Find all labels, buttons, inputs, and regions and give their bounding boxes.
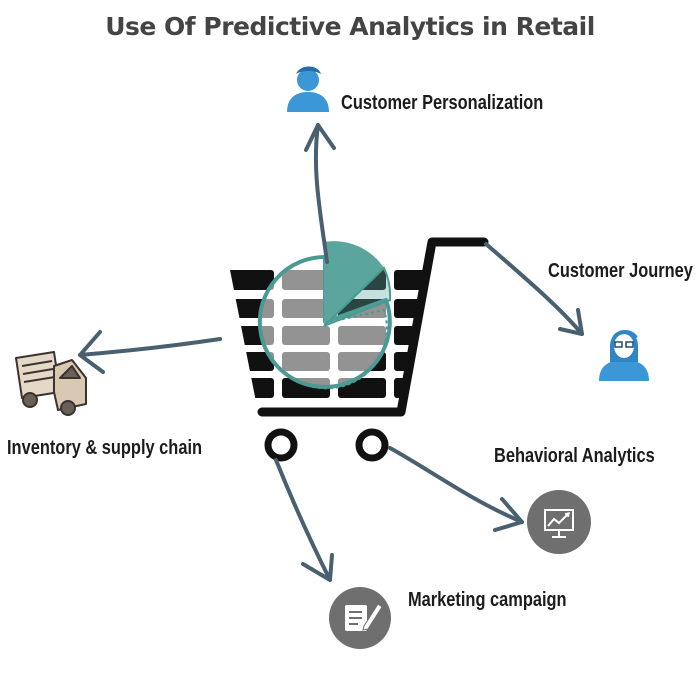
arrow-to-customer-personalization (313, 123, 329, 264)
arrowhead-behavioral-analytics (493, 497, 524, 532)
arrow-to-marketing-campaign (274, 458, 332, 582)
presentation-chart-icon (527, 490, 591, 554)
node-label-inventory-supply-chain: Inventory & supply chain (7, 437, 203, 459)
arrow-to-behavioral-analytics (388, 446, 524, 524)
arrowhead-customer-personalization (304, 123, 336, 152)
node-label-marketing-campaign: Marketing campaign (408, 589, 567, 611)
woman-with-glasses-icon (599, 330, 649, 381)
arrowhead-inventory (78, 330, 105, 374)
arrowhead-customer-journey (558, 308, 584, 336)
delivery-truck-icon (15, 351, 87, 416)
person-icon (287, 66, 329, 112)
arrow-to-inventory (78, 337, 222, 357)
arrow-to-customer-journey (484, 242, 584, 336)
node-label-behavioral-analytics: Behavioral Analytics (494, 445, 655, 467)
node-label-customer-personalization: Customer Personalization (341, 92, 544, 114)
node-label-customer-journey: Customer Journey (548, 260, 693, 282)
arrowhead-marketing-campaign (301, 553, 334, 582)
document-pen-icon (329, 587, 391, 649)
pie-chart-icon (257, 241, 392, 390)
diagram-title: Use Of Predictive Analytics in Retail (105, 12, 595, 41)
